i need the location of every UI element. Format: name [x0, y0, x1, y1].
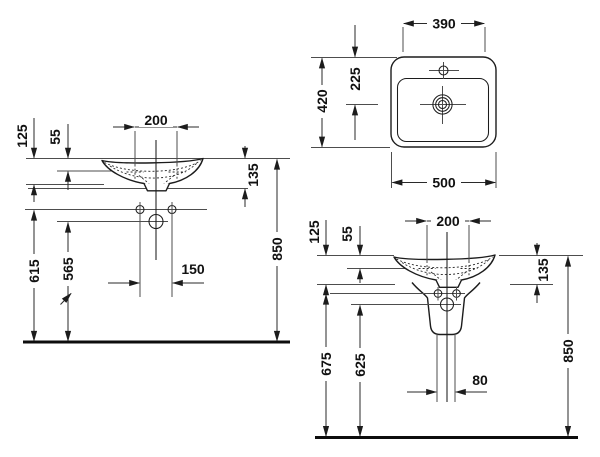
dim-ceramic-height-label: 135 — [535, 258, 551, 282]
dim-inner-width-label: 390 — [432, 15, 456, 31]
dim-tap-spacing-label: 200 — [144, 112, 168, 128]
dim-tap-spacing-label: 200 — [436, 213, 460, 229]
leader-arrow — [60, 292, 72, 305]
basin-outline-front — [101, 157, 204, 187]
dim-overall-width-label: 500 — [432, 174, 456, 190]
drain-outer-ring — [432, 94, 453, 115]
dim-fixing-height-label: 615 — [26, 259, 42, 283]
basin-back-rim-hidden — [104, 160, 201, 172]
dim-rim-height-label: 850 — [560, 339, 576, 363]
tap-position-cross-left — [418, 261, 436, 276]
basin-bowl-hidden — [109, 162, 198, 179]
basin-group — [393, 254, 496, 288]
drain-inner-ring — [437, 99, 448, 110]
dim-rim-height-label: 850 — [269, 237, 285, 261]
dim-drain-height-label: 565 — [60, 257, 76, 281]
drain-boss — [143, 183, 171, 192]
dim-rim-to-tap-label: 55 — [339, 226, 355, 242]
drain-boss — [435, 279, 463, 288]
drain-outlet-front — [439, 297, 455, 312]
dim-ceramic-height-label: 135 — [245, 163, 261, 187]
drain-mid-ring — [435, 97, 450, 112]
dim-fixing-height-label: 675 — [318, 352, 334, 376]
plan-view: 390 500 420 225 — [311, 15, 497, 190]
front-view-siphon-cover: 200 125 55 135 675 625 850 80 — [306, 213, 583, 439]
basin-bowl-hidden — [401, 259, 490, 275]
dim-rim-to-deck-label: 125 — [306, 220, 322, 244]
tap-position-cross-right — [168, 164, 186, 180]
basin-back-rim-hidden — [396, 256, 493, 269]
dim-drain-height-label: 625 — [352, 353, 368, 377]
dim-rim-to-deck-label: 125 — [14, 124, 30, 148]
drain-outlet-front — [148, 213, 164, 230]
tap-hole — [438, 65, 449, 76]
basin-outline-front — [393, 254, 496, 284]
basin-outline-plan — [390, 56, 497, 148]
dim-fixing-spacing-label: 150 — [181, 261, 205, 277]
dim-drain-setback-label: 225 — [347, 67, 363, 91]
tap-position-cross-right — [460, 261, 478, 276]
dim-outlet-width-label: 80 — [472, 372, 488, 388]
tap-position-cross-left — [126, 164, 144, 180]
dim-rim-to-tap-label: 55 — [47, 129, 63, 145]
front-view-wall-mounted: 200 125 55 135 615 565 85 — [14, 112, 290, 344]
dim-overall-depth-label: 420 — [314, 89, 330, 113]
siphon-cover — [411, 282, 481, 336]
